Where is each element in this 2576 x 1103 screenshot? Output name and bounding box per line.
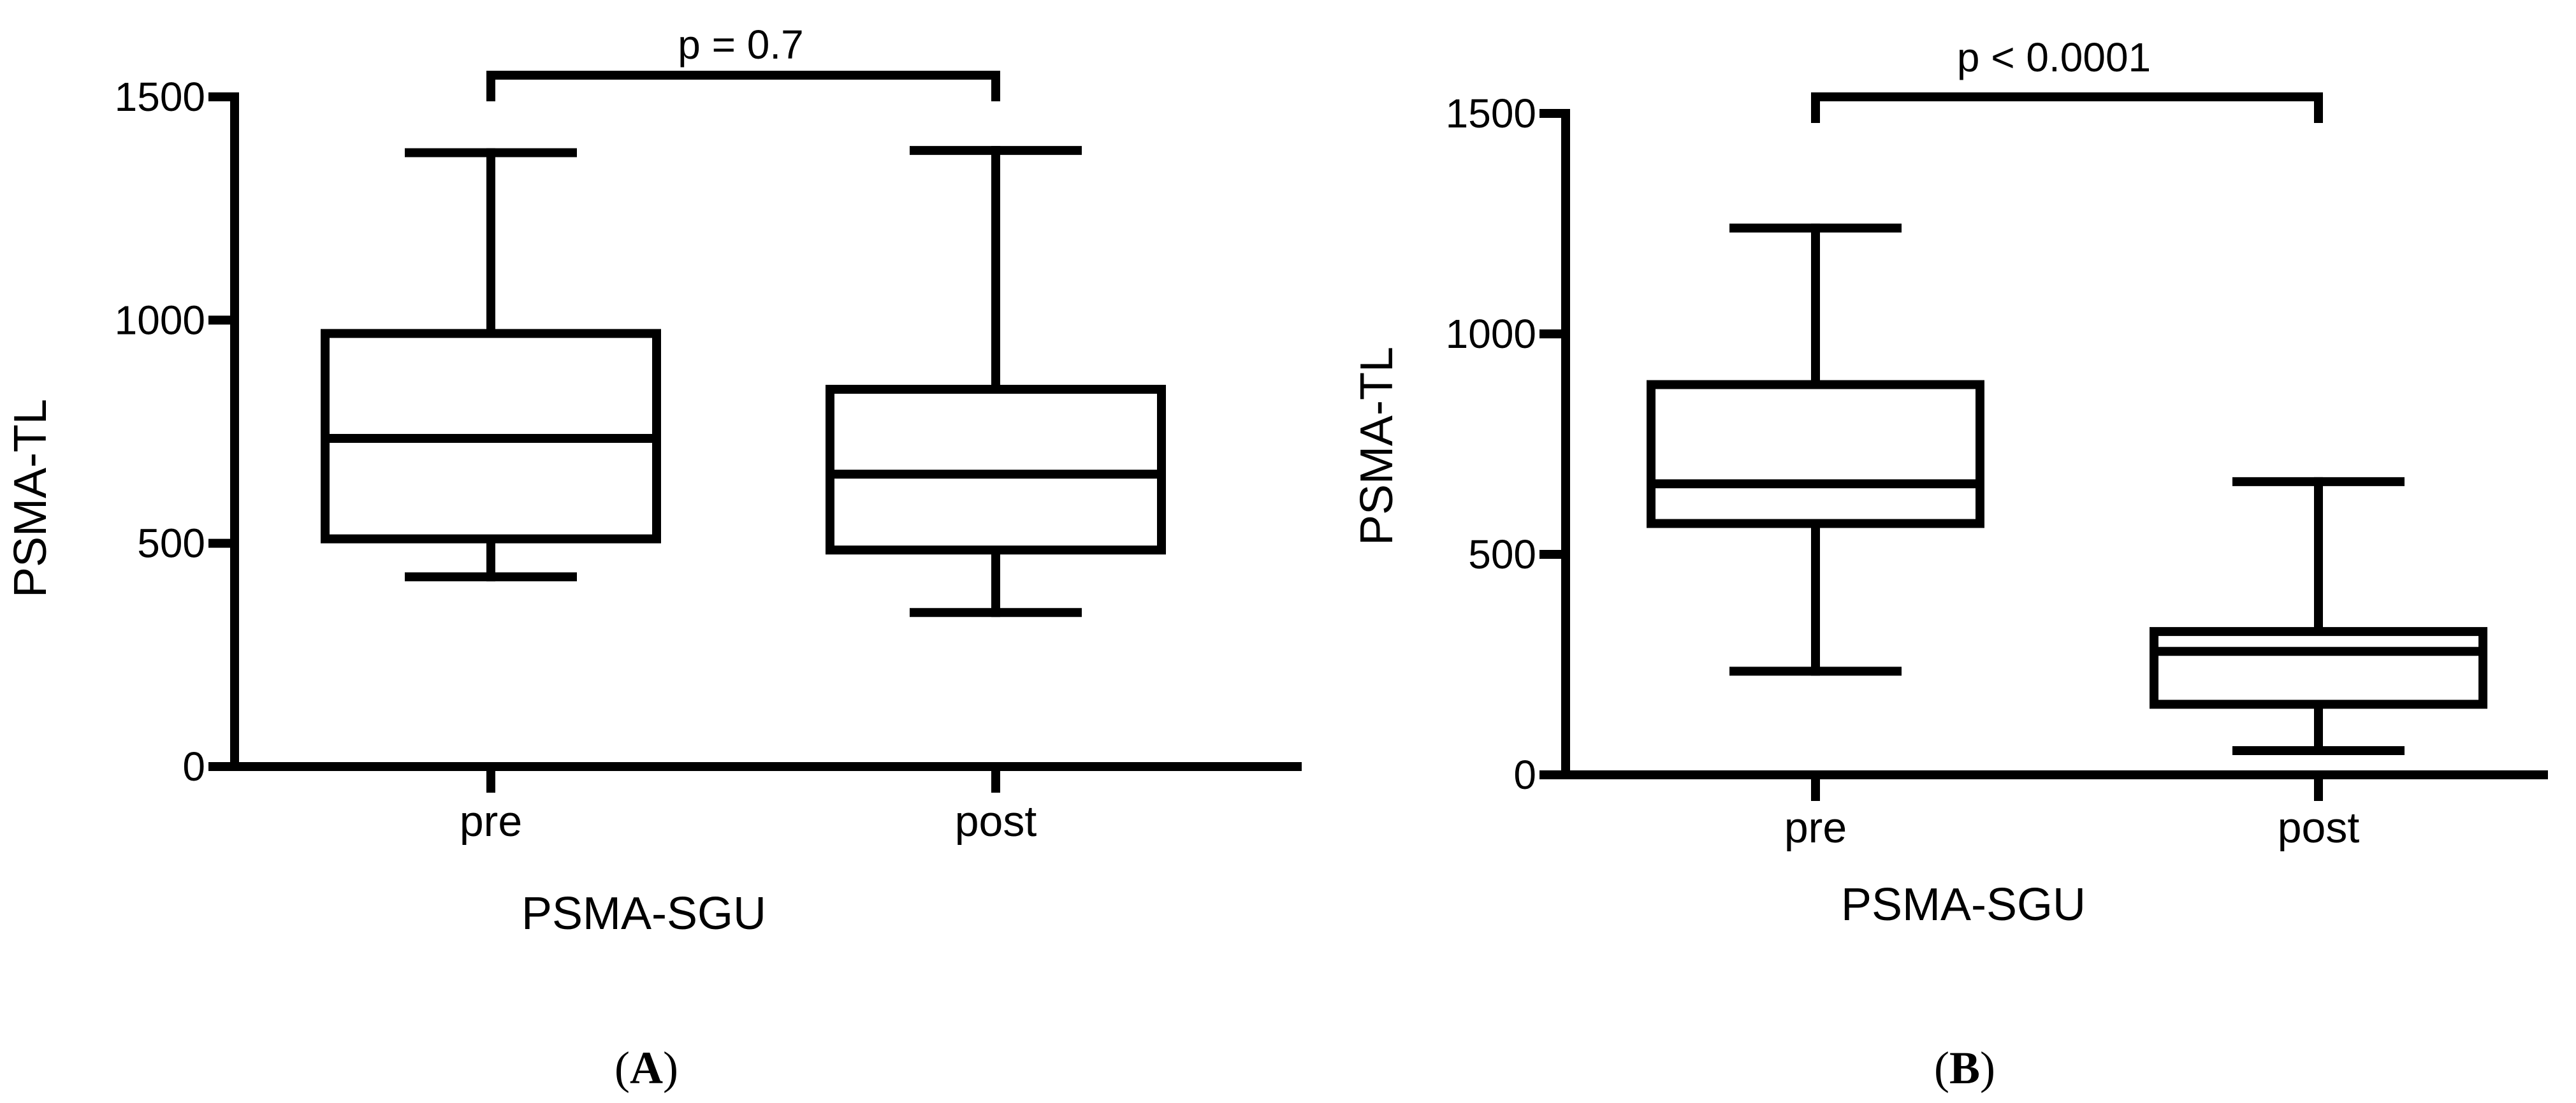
- box-iqr: [826, 384, 1166, 555]
- caption-a-label: A: [630, 1042, 663, 1093]
- panel-a-y-tick-label: 500: [137, 521, 205, 566]
- caption-a-open: (: [615, 1042, 630, 1093]
- panel-b-p-value: p < 0.0001: [1957, 34, 2151, 80]
- caption-a: (A): [615, 1042, 678, 1093]
- panel-b-y-tick-label: 1500: [1446, 90, 1536, 136]
- box-iqr: [2150, 627, 2487, 709]
- panel-b-x-tick-label-post: post: [2278, 804, 2360, 852]
- caption-b-open: (: [1934, 1042, 1949, 1093]
- panel-a-y-axis-label: PSMA-TL: [5, 399, 56, 598]
- panel-b-x-tick-label-pre: pre: [1784, 804, 1847, 852]
- panel-b-y-tick-label: 500: [1468, 531, 1536, 577]
- chart-panel-a: 0 500 1000 1500 pre post PSMA-TL PSMA-SGU p =…: [5, 22, 1302, 939]
- panel-a-marks: 0 500 1000 1500 pre post: [115, 71, 1302, 846]
- panel-a-y-tick-label: 0: [182, 744, 205, 789]
- panel-b-x-axis-label: PSMA-SGU: [1841, 879, 2086, 930]
- caption-b-close: ): [1980, 1042, 1995, 1093]
- panel-a-x-tick-label-pre: pre: [460, 797, 522, 846]
- panel-a-x-tick-label-post: post: [955, 797, 1037, 846]
- panel-b-y-axis-label: PSMA-TL: [1351, 347, 1402, 545]
- chart-panel-b: 0 500 1000 1500 pre post PSMA-TL PSMA-SGU p <…: [1351, 34, 2548, 930]
- panel-a-p-value: p = 0.7: [678, 22, 804, 68]
- panel-a-x-axis-label: PSMA-SGU: [521, 888, 766, 939]
- panel-a-box-pre: [321, 148, 661, 582]
- panel-b-y-tick-label: 1000: [1446, 311, 1536, 357]
- panel-captions: (A) (B): [615, 1042, 1995, 1093]
- panel-a-box-post: [826, 146, 1166, 617]
- caption-b-label: B: [1949, 1042, 1980, 1093]
- panel-b-y-tick-label: 0: [1513, 752, 1536, 798]
- panel-b-marks: 0 500 1000 1500 pre post: [1446, 90, 2548, 852]
- caption-b: (B): [1934, 1042, 1995, 1093]
- panel-a-y-tick-label: 1500: [115, 74, 205, 120]
- caption-a-close: ): [663, 1042, 678, 1093]
- box-iqr: [1647, 380, 1984, 528]
- panel-b-box-pre: [1647, 223, 1984, 676]
- panel-a-y-tick-label: 1000: [115, 297, 205, 343]
- panel-b-significance-bracket: [1811, 92, 2323, 123]
- panel-b-box-post: [2150, 477, 2487, 755]
- panel-a-significance-bracket: [486, 71, 1000, 101]
